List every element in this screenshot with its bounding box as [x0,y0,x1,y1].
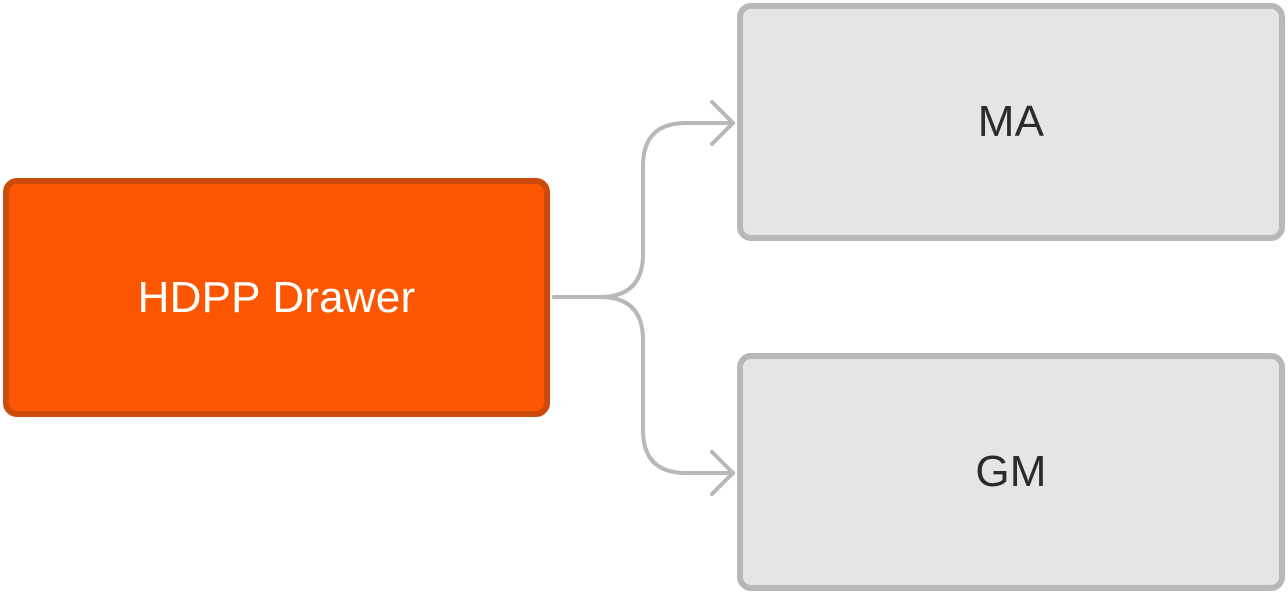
node-gm: GM [737,353,1285,591]
node-hdpp-drawer: HDPP Drawer [3,178,550,417]
node-ma-label: MA [977,97,1045,146]
arrowhead-gm [710,450,735,496]
edge-hdpp-drawer-to-gm [552,295,735,475]
arrowhead-ma [710,100,735,146]
node-hdpp-drawer-label: HDPP Drawer [137,272,416,322]
node-ma: MA [737,3,1285,241]
node-gm-label: GM [975,447,1047,496]
edge-hdpp-drawer-to-ma [552,121,735,299]
